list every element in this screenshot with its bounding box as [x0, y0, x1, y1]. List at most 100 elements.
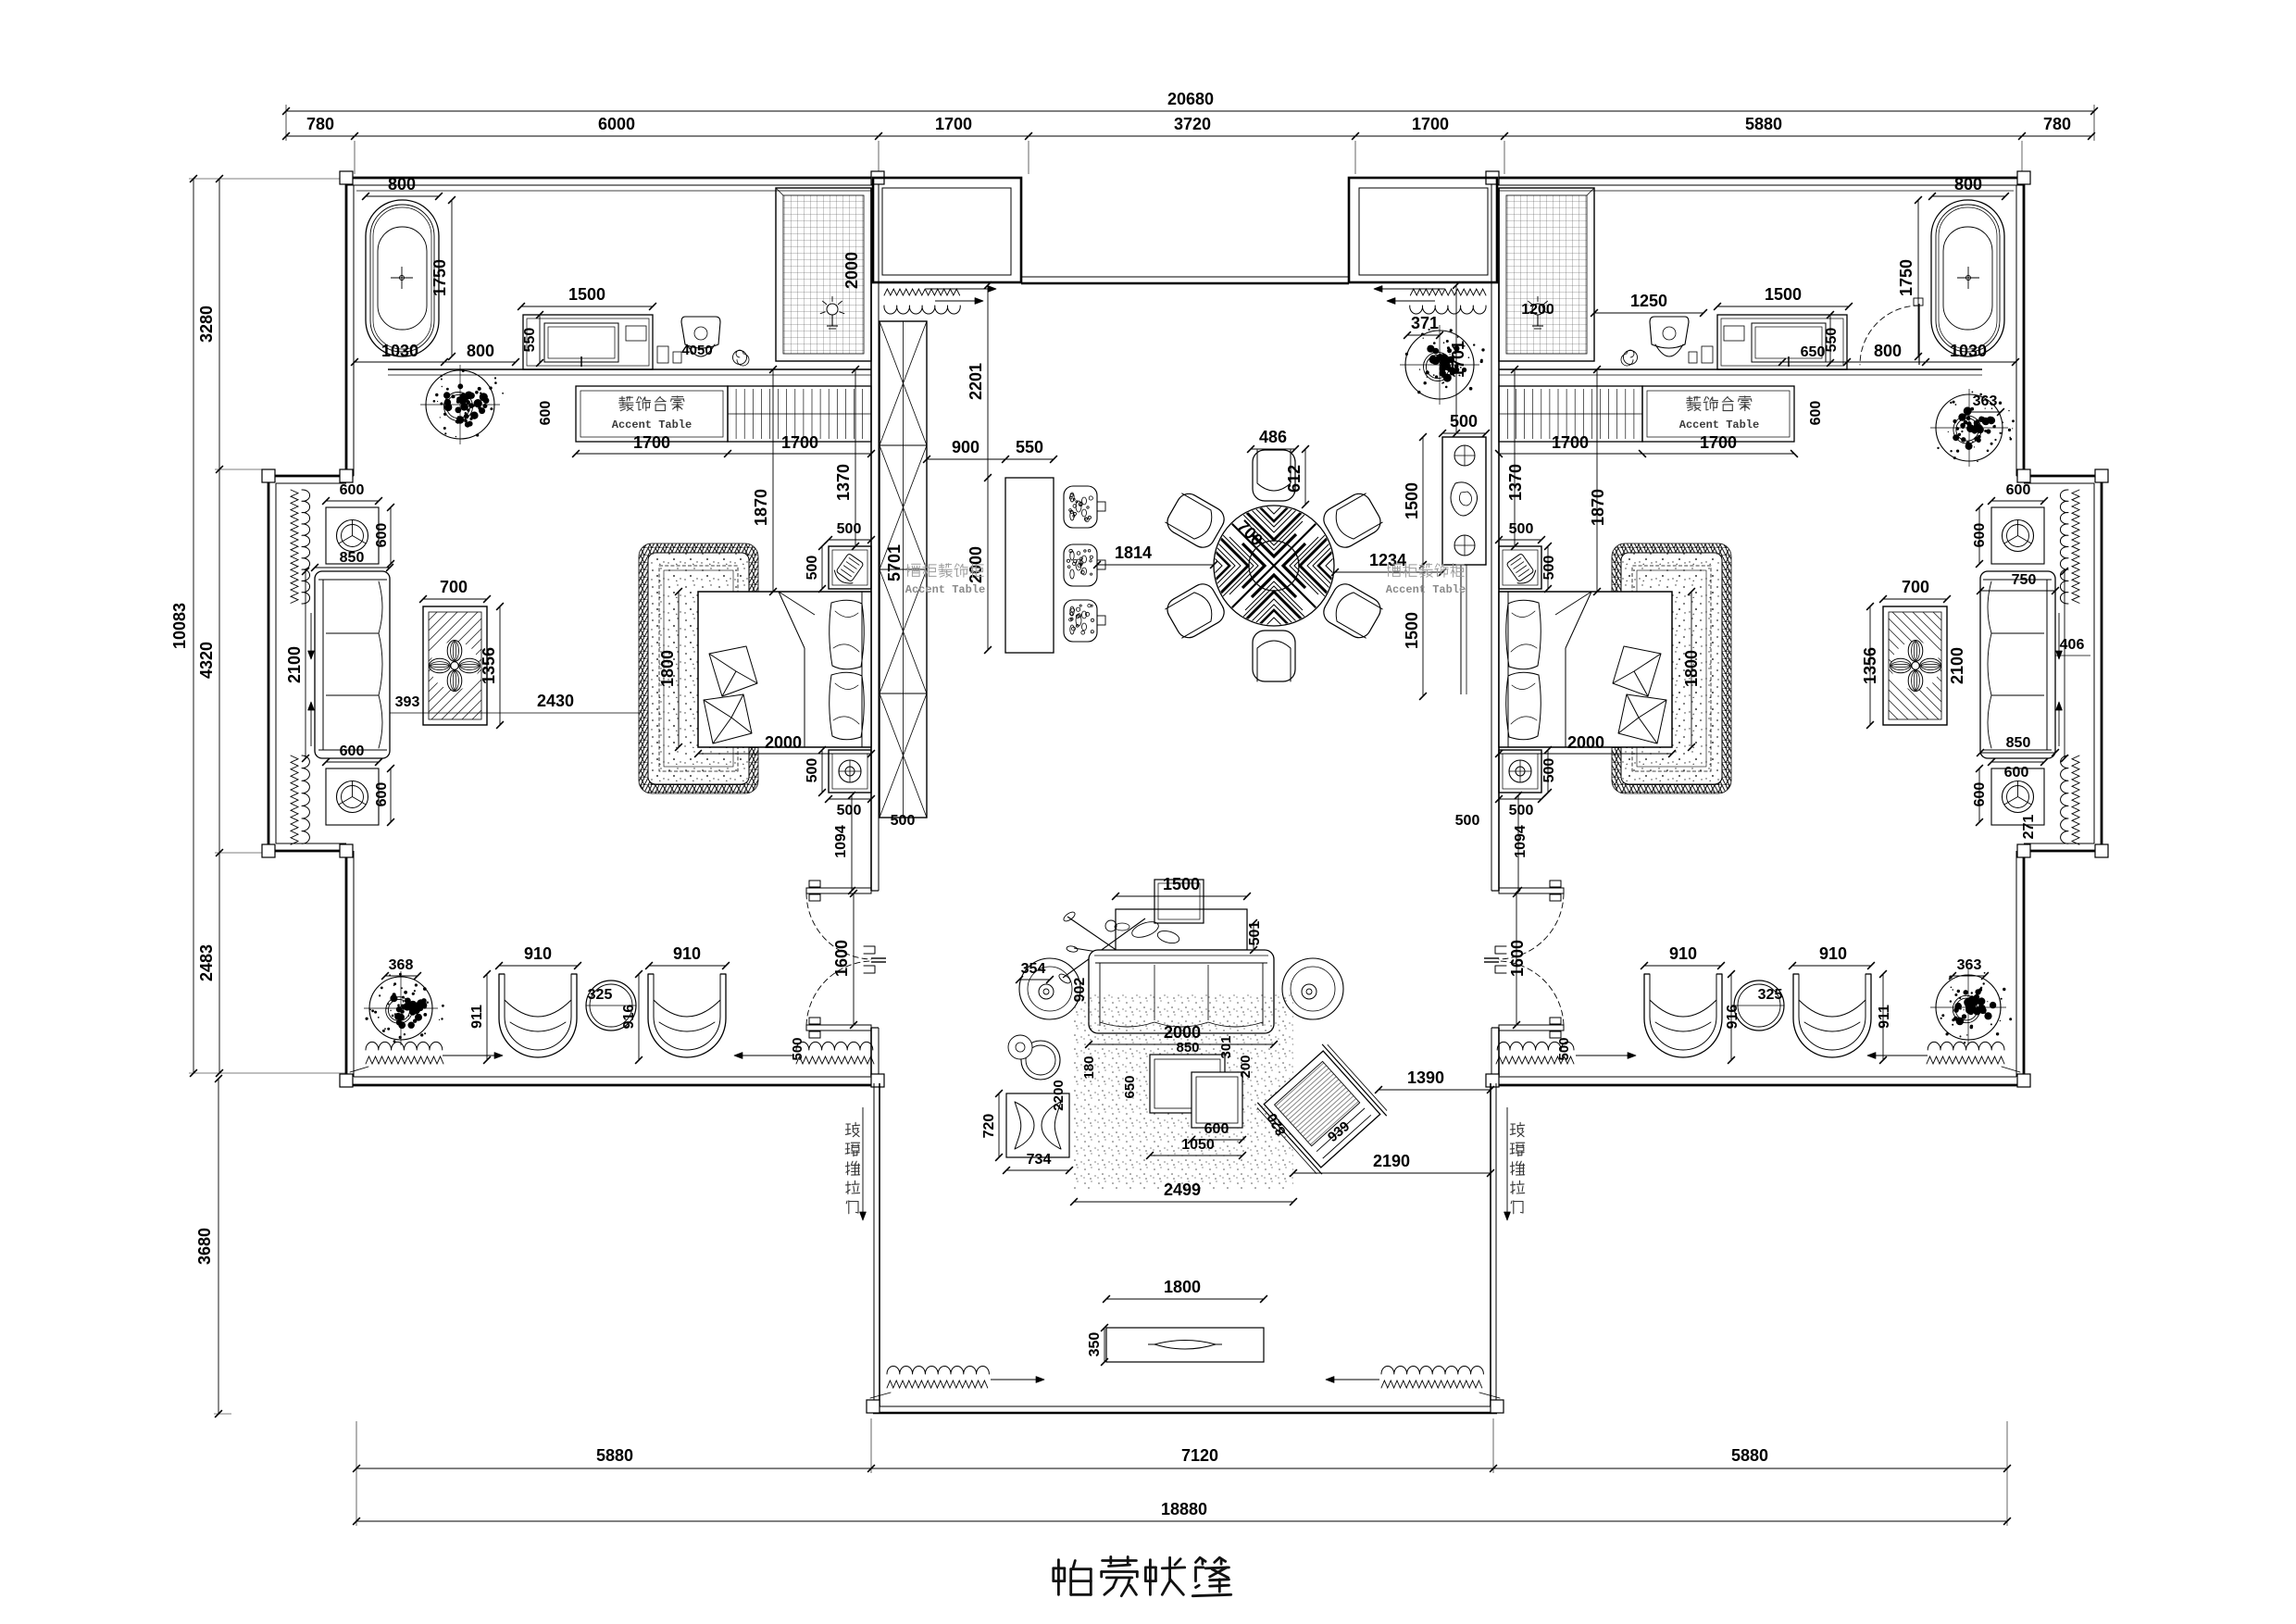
svg-text:700: 700 — [440, 578, 468, 596]
svg-text:1600: 1600 — [832, 940, 851, 977]
svg-text:650: 650 — [1801, 344, 1826, 360]
svg-text:800: 800 — [1874, 342, 1902, 360]
svg-text:500: 500 — [1541, 758, 1557, 783]
svg-text:1234: 1234 — [1369, 551, 1406, 569]
svg-text:1800: 1800 — [1682, 650, 1701, 687]
svg-text:500: 500 — [1455, 813, 1480, 829]
svg-text:1700: 1700 — [935, 115, 972, 133]
svg-text:1250: 1250 — [1630, 292, 1667, 310]
svg-text:363: 363 — [1973, 394, 1998, 409]
svg-text:1870: 1870 — [1589, 489, 1607, 526]
svg-text:500: 500 — [790, 1037, 805, 1060]
svg-text:1700: 1700 — [1412, 115, 1449, 133]
svg-text:911: 911 — [469, 1005, 485, 1029]
svg-text:1500: 1500 — [1163, 875, 1200, 893]
svg-text:18880: 18880 — [1161, 1500, 1207, 1518]
svg-text:3720: 3720 — [1174, 115, 1211, 133]
svg-text:2100: 2100 — [285, 646, 304, 683]
svg-text:2483: 2483 — [197, 944, 216, 981]
svg-text:1200: 1200 — [1521, 302, 1554, 318]
svg-text:4320: 4320 — [197, 642, 216, 679]
svg-text:720: 720 — [981, 1114, 997, 1139]
svg-text:1500: 1500 — [1403, 612, 1421, 649]
svg-text:916: 916 — [1725, 1005, 1741, 1030]
svg-text:6000: 6000 — [598, 115, 635, 133]
svg-text:180: 180 — [1081, 1056, 1097, 1079]
svg-text:2000: 2000 — [765, 733, 802, 752]
svg-text:1814: 1814 — [1115, 543, 1152, 562]
svg-text:Accent Table: Accent Table — [1386, 583, 1466, 596]
svg-text:1500: 1500 — [1765, 285, 1802, 304]
svg-text:1500: 1500 — [568, 285, 605, 304]
svg-text:600: 600 — [1204, 1121, 1229, 1137]
svg-text:910: 910 — [1669, 944, 1697, 963]
svg-text:2200: 2200 — [1051, 1080, 1067, 1110]
svg-text:7120: 7120 — [1181, 1446, 1218, 1465]
svg-text:1390: 1390 — [1407, 1068, 1444, 1087]
svg-text:3280: 3280 — [197, 306, 216, 343]
svg-text:550: 550 — [1824, 328, 1840, 353]
svg-text:800: 800 — [467, 342, 494, 360]
svg-text:368: 368 — [389, 957, 414, 973]
svg-text:910: 910 — [1819, 944, 1847, 963]
svg-text:4050: 4050 — [681, 343, 712, 358]
svg-text:911: 911 — [1877, 1005, 1892, 1029]
svg-text:600: 600 — [340, 482, 365, 498]
svg-text:2190: 2190 — [1373, 1152, 1410, 1170]
svg-text:734: 734 — [1027, 1152, 1052, 1168]
svg-text:301: 301 — [1218, 1035, 1234, 1058]
svg-text:1700: 1700 — [781, 433, 818, 452]
svg-text:902: 902 — [1072, 978, 1088, 1003]
svg-text:406: 406 — [2060, 637, 2085, 653]
svg-text:363: 363 — [1957, 957, 1982, 973]
svg-text:2499: 2499 — [1164, 1181, 1201, 1199]
svg-text:600: 600 — [1808, 401, 1824, 426]
svg-text:501: 501 — [1247, 921, 1263, 946]
svg-text:1750: 1750 — [430, 259, 449, 296]
svg-text:600: 600 — [538, 401, 554, 426]
svg-text:325: 325 — [1758, 987, 1783, 1003]
svg-text:2201: 2201 — [967, 363, 985, 400]
svg-text:612: 612 — [1285, 465, 1304, 493]
svg-text:5880: 5880 — [1731, 1446, 1768, 1465]
svg-text:1870: 1870 — [752, 489, 770, 526]
svg-text:780: 780 — [306, 115, 334, 133]
svg-text:500: 500 — [1450, 412, 1478, 431]
svg-text:600: 600 — [340, 743, 365, 759]
svg-text:1094: 1094 — [1513, 825, 1529, 858]
svg-text:780: 780 — [2043, 115, 2071, 133]
svg-text:500: 500 — [1509, 521, 1534, 537]
svg-text:850: 850 — [2006, 735, 2031, 751]
svg-text:500: 500 — [837, 521, 862, 537]
svg-text:750: 750 — [2012, 572, 2037, 588]
svg-text:1030: 1030 — [1950, 342, 1987, 360]
svg-text:600: 600 — [374, 782, 390, 807]
svg-text:800: 800 — [1954, 175, 1982, 194]
svg-text:700: 700 — [1902, 578, 1929, 596]
svg-text:2100: 2100 — [1948, 647, 1966, 684]
svg-text:500: 500 — [837, 803, 862, 818]
svg-text:1370: 1370 — [1506, 464, 1525, 501]
svg-text:1800: 1800 — [658, 650, 677, 687]
svg-text:600: 600 — [374, 523, 390, 548]
svg-text:Accent Table: Accent Table — [1679, 418, 1759, 431]
svg-text:1050: 1050 — [1181, 1137, 1215, 1153]
svg-text:600: 600 — [2006, 482, 2031, 498]
svg-text:1700: 1700 — [633, 433, 670, 452]
svg-text:500: 500 — [805, 758, 820, 783]
svg-text:850: 850 — [1176, 1040, 1199, 1056]
svg-text:271: 271 — [2021, 815, 2037, 840]
svg-text:500: 500 — [1556, 1037, 1572, 1060]
svg-text:10083: 10083 — [170, 603, 189, 649]
svg-text:1750: 1750 — [1897, 259, 1915, 296]
svg-text:500: 500 — [891, 813, 916, 829]
svg-text:1370: 1370 — [834, 464, 853, 501]
svg-text:350: 350 — [1087, 1332, 1103, 1357]
svg-text:371: 371 — [1411, 314, 1439, 332]
svg-text:1600: 1600 — [1508, 940, 1527, 977]
svg-text:600: 600 — [1972, 523, 1988, 548]
svg-text:650: 650 — [1122, 1075, 1138, 1098]
svg-text:Accent Table: Accent Table — [905, 583, 985, 596]
svg-text:Accent Table: Accent Table — [612, 418, 692, 431]
svg-text:1094: 1094 — [833, 825, 849, 858]
